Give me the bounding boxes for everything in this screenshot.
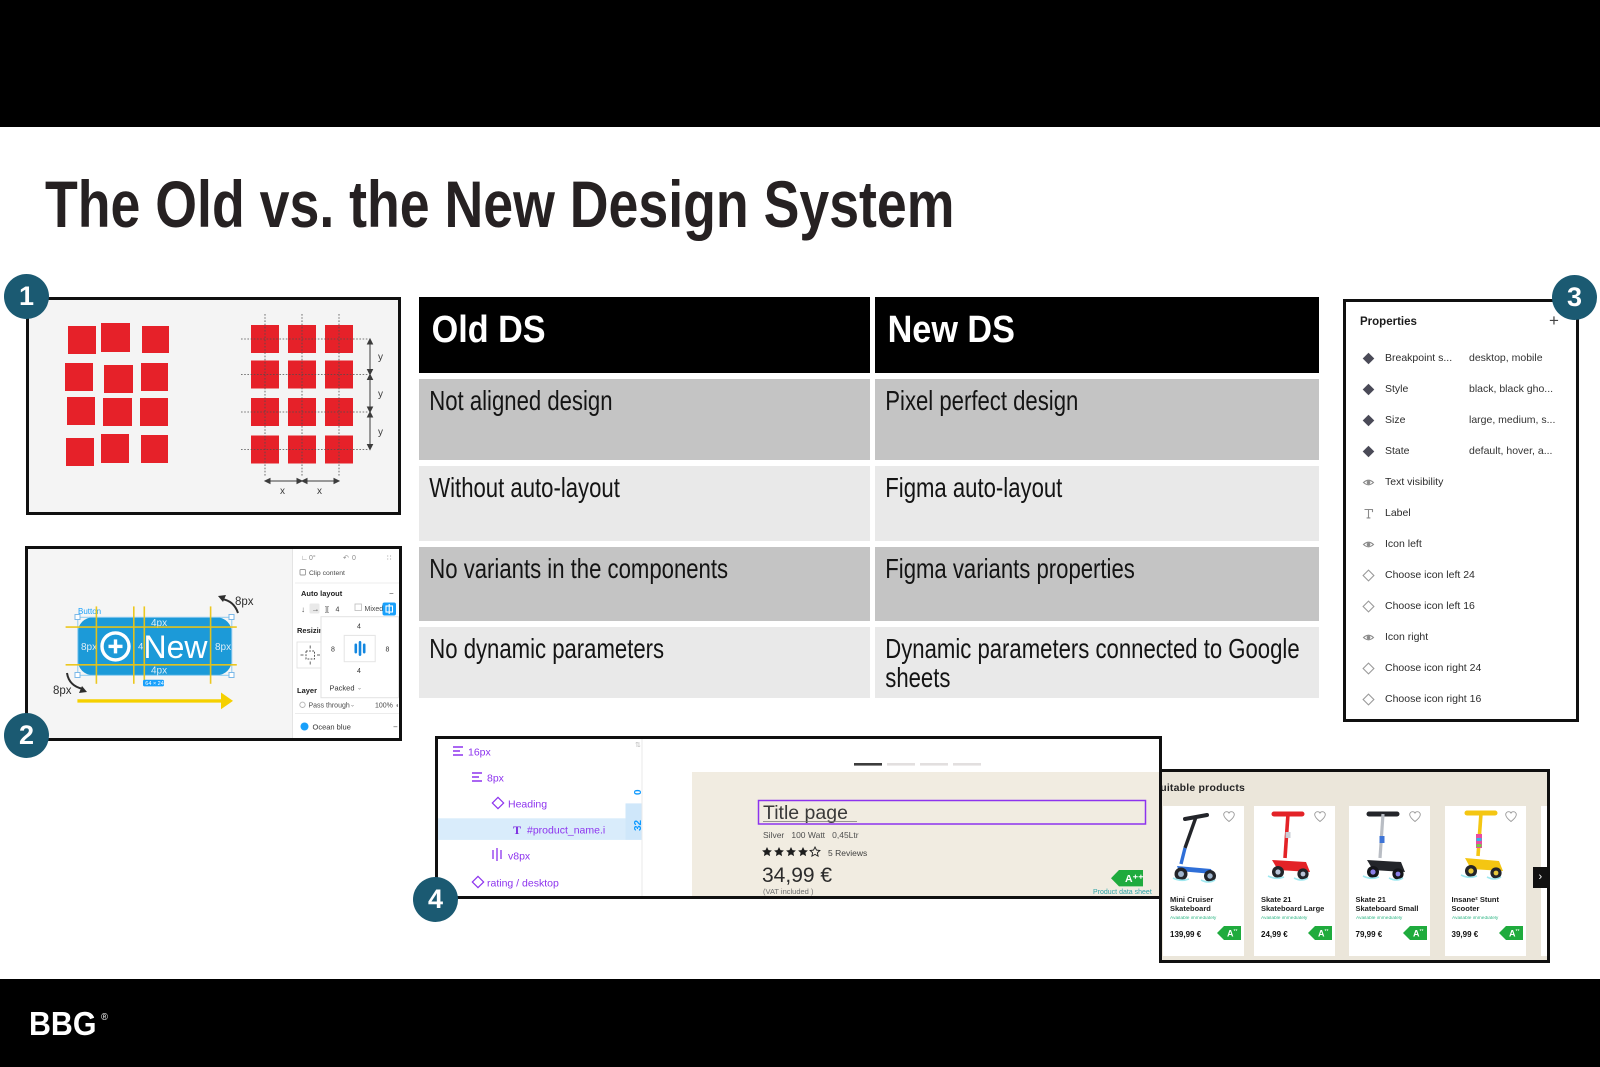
svg-text:Title page: Title page [763,802,848,824]
svg-text:y: y [378,352,383,363]
svg-text:⇅: ⇅ [635,742,641,749]
svg-text:Layer: Layer [297,686,317,695]
svg-text:#product_name.i: #product_name.i [527,825,605,837]
svg-text:∟: ∟ [301,555,308,562]
svg-text:New: New [144,629,209,665]
svg-text:x: x [317,486,322,497]
svg-text:4: 4 [138,642,143,653]
svg-text:T: T [513,823,521,837]
svg-text:A: A [1227,928,1234,938]
svg-text:A⁺⁺: A⁺⁺ [1125,873,1144,885]
svg-text:v8px: v8px [508,851,531,863]
svg-text:−: − [393,723,398,732]
svg-text:**: ** [1419,929,1423,935]
svg-text:4px: 4px [151,618,167,629]
svg-text:⌄: ⌄ [357,686,362,692]
svg-text:8px: 8px [53,685,72,697]
svg-text:Mixed: Mixed [365,606,384,613]
svg-text:8: 8 [386,647,390,654]
svg-text:↓: ↓ [301,605,305,614]
svg-text:Packed: Packed [330,683,355,692]
svg-text:0°: 0° [309,554,316,562]
svg-text:Pass through: Pass through [309,703,350,710]
svg-text:Button: Button [78,607,101,616]
svg-text:0: 0 [633,789,644,795]
svg-text:(VAT included ): (VAT included ) [763,887,814,896]
svg-text:rating / desktop: rating / desktop [487,878,559,890]
svg-text:Product data sheet: Product data sheet [1093,889,1152,896]
svg-text:8px: 8px [487,773,505,785]
svg-text:8px: 8px [81,642,97,653]
svg-text:5 Reviews: 5 Reviews [828,848,867,858]
svg-text:**: ** [1234,929,1238,935]
svg-text:34,99 €: 34,99 € [762,864,832,887]
svg-text:Heading: Heading [508,799,547,811]
svg-text:4: 4 [336,607,340,614]
svg-text:A: A [1413,928,1420,938]
svg-text:Ocean blue: Ocean blue [313,723,351,732]
svg-text:16px: 16px [468,747,492,759]
svg-text:↶: ↶ [343,555,349,562]
svg-text:64 × 24: 64 × 24 [145,681,164,687]
svg-text:A: A [1509,928,1516,938]
svg-text:y: y [378,427,383,438]
svg-text:4: 4 [357,624,361,631]
svg-text:→: → [312,605,320,614]
svg-text:x: x [280,486,285,497]
svg-text:Resizing: Resizing [297,626,328,635]
svg-text:8px: 8px [215,642,231,653]
svg-text:8px: 8px [235,596,254,608]
svg-text:32: 32 [633,819,644,831]
svg-text:**: ** [1325,929,1329,935]
svg-text:A: A [1318,928,1325,938]
svg-text:Clip content: Clip content [309,570,345,577]
svg-text:4px: 4px [151,666,167,677]
svg-text:][: ][ [325,607,329,614]
svg-text:Silver 100 Watt 0,45Ltr: Silver 100 Watt 0,45Ltr [763,830,859,840]
svg-text:Auto layout: Auto layout [301,589,343,598]
svg-text:∷: ∷ [387,555,392,562]
svg-text:◖: ◖ [395,703,399,710]
svg-text:8: 8 [331,647,335,654]
svg-text:⌄: ⌄ [350,703,355,709]
svg-text:y: y [378,389,383,400]
svg-text:100%: 100% [375,703,393,710]
svg-text:4: 4 [357,668,361,675]
svg-text:0: 0 [352,555,356,562]
svg-text:−: − [389,589,394,598]
svg-text:**: ** [1515,929,1519,935]
